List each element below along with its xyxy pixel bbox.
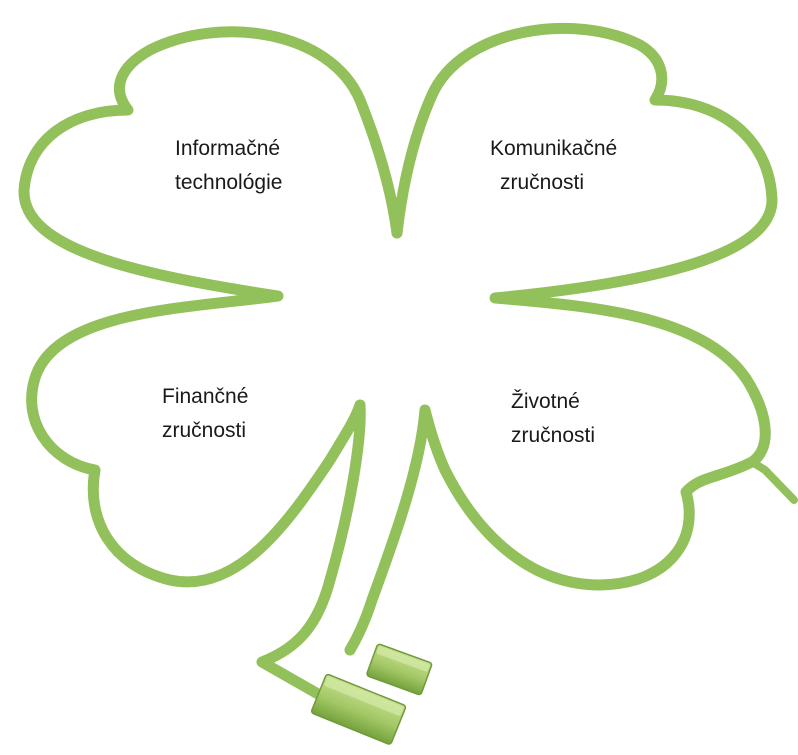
leaf-label-financial-skills: Finančné zručnosti — [162, 380, 248, 448]
leaf-label-line: zručnosti — [511, 424, 596, 447]
leaf-label-line: Životné — [511, 390, 580, 413]
plug-connector-icon — [310, 643, 433, 745]
leaf-label-life-skills: Životné zručnosti — [511, 385, 595, 453]
clover-tail — [748, 458, 798, 504]
leaf-label-line: Finančné — [162, 385, 249, 408]
clover-outline-right — [344, 22, 778, 656]
leaf-label-line: zručnosti — [162, 419, 247, 442]
clover-outline — [18, 26, 403, 700]
leaf-label-line: Informačné — [175, 137, 281, 160]
leaf-label-communication-skills: Komunikačné zručnosti — [490, 132, 617, 200]
leaf-label-line: Komunikačné — [490, 137, 618, 160]
leaf-label-information-technologies: Informačné technológie — [175, 132, 282, 200]
leaf-label-line: technológie — [175, 171, 283, 194]
leaf-label-line: zručnosti — [500, 171, 585, 194]
